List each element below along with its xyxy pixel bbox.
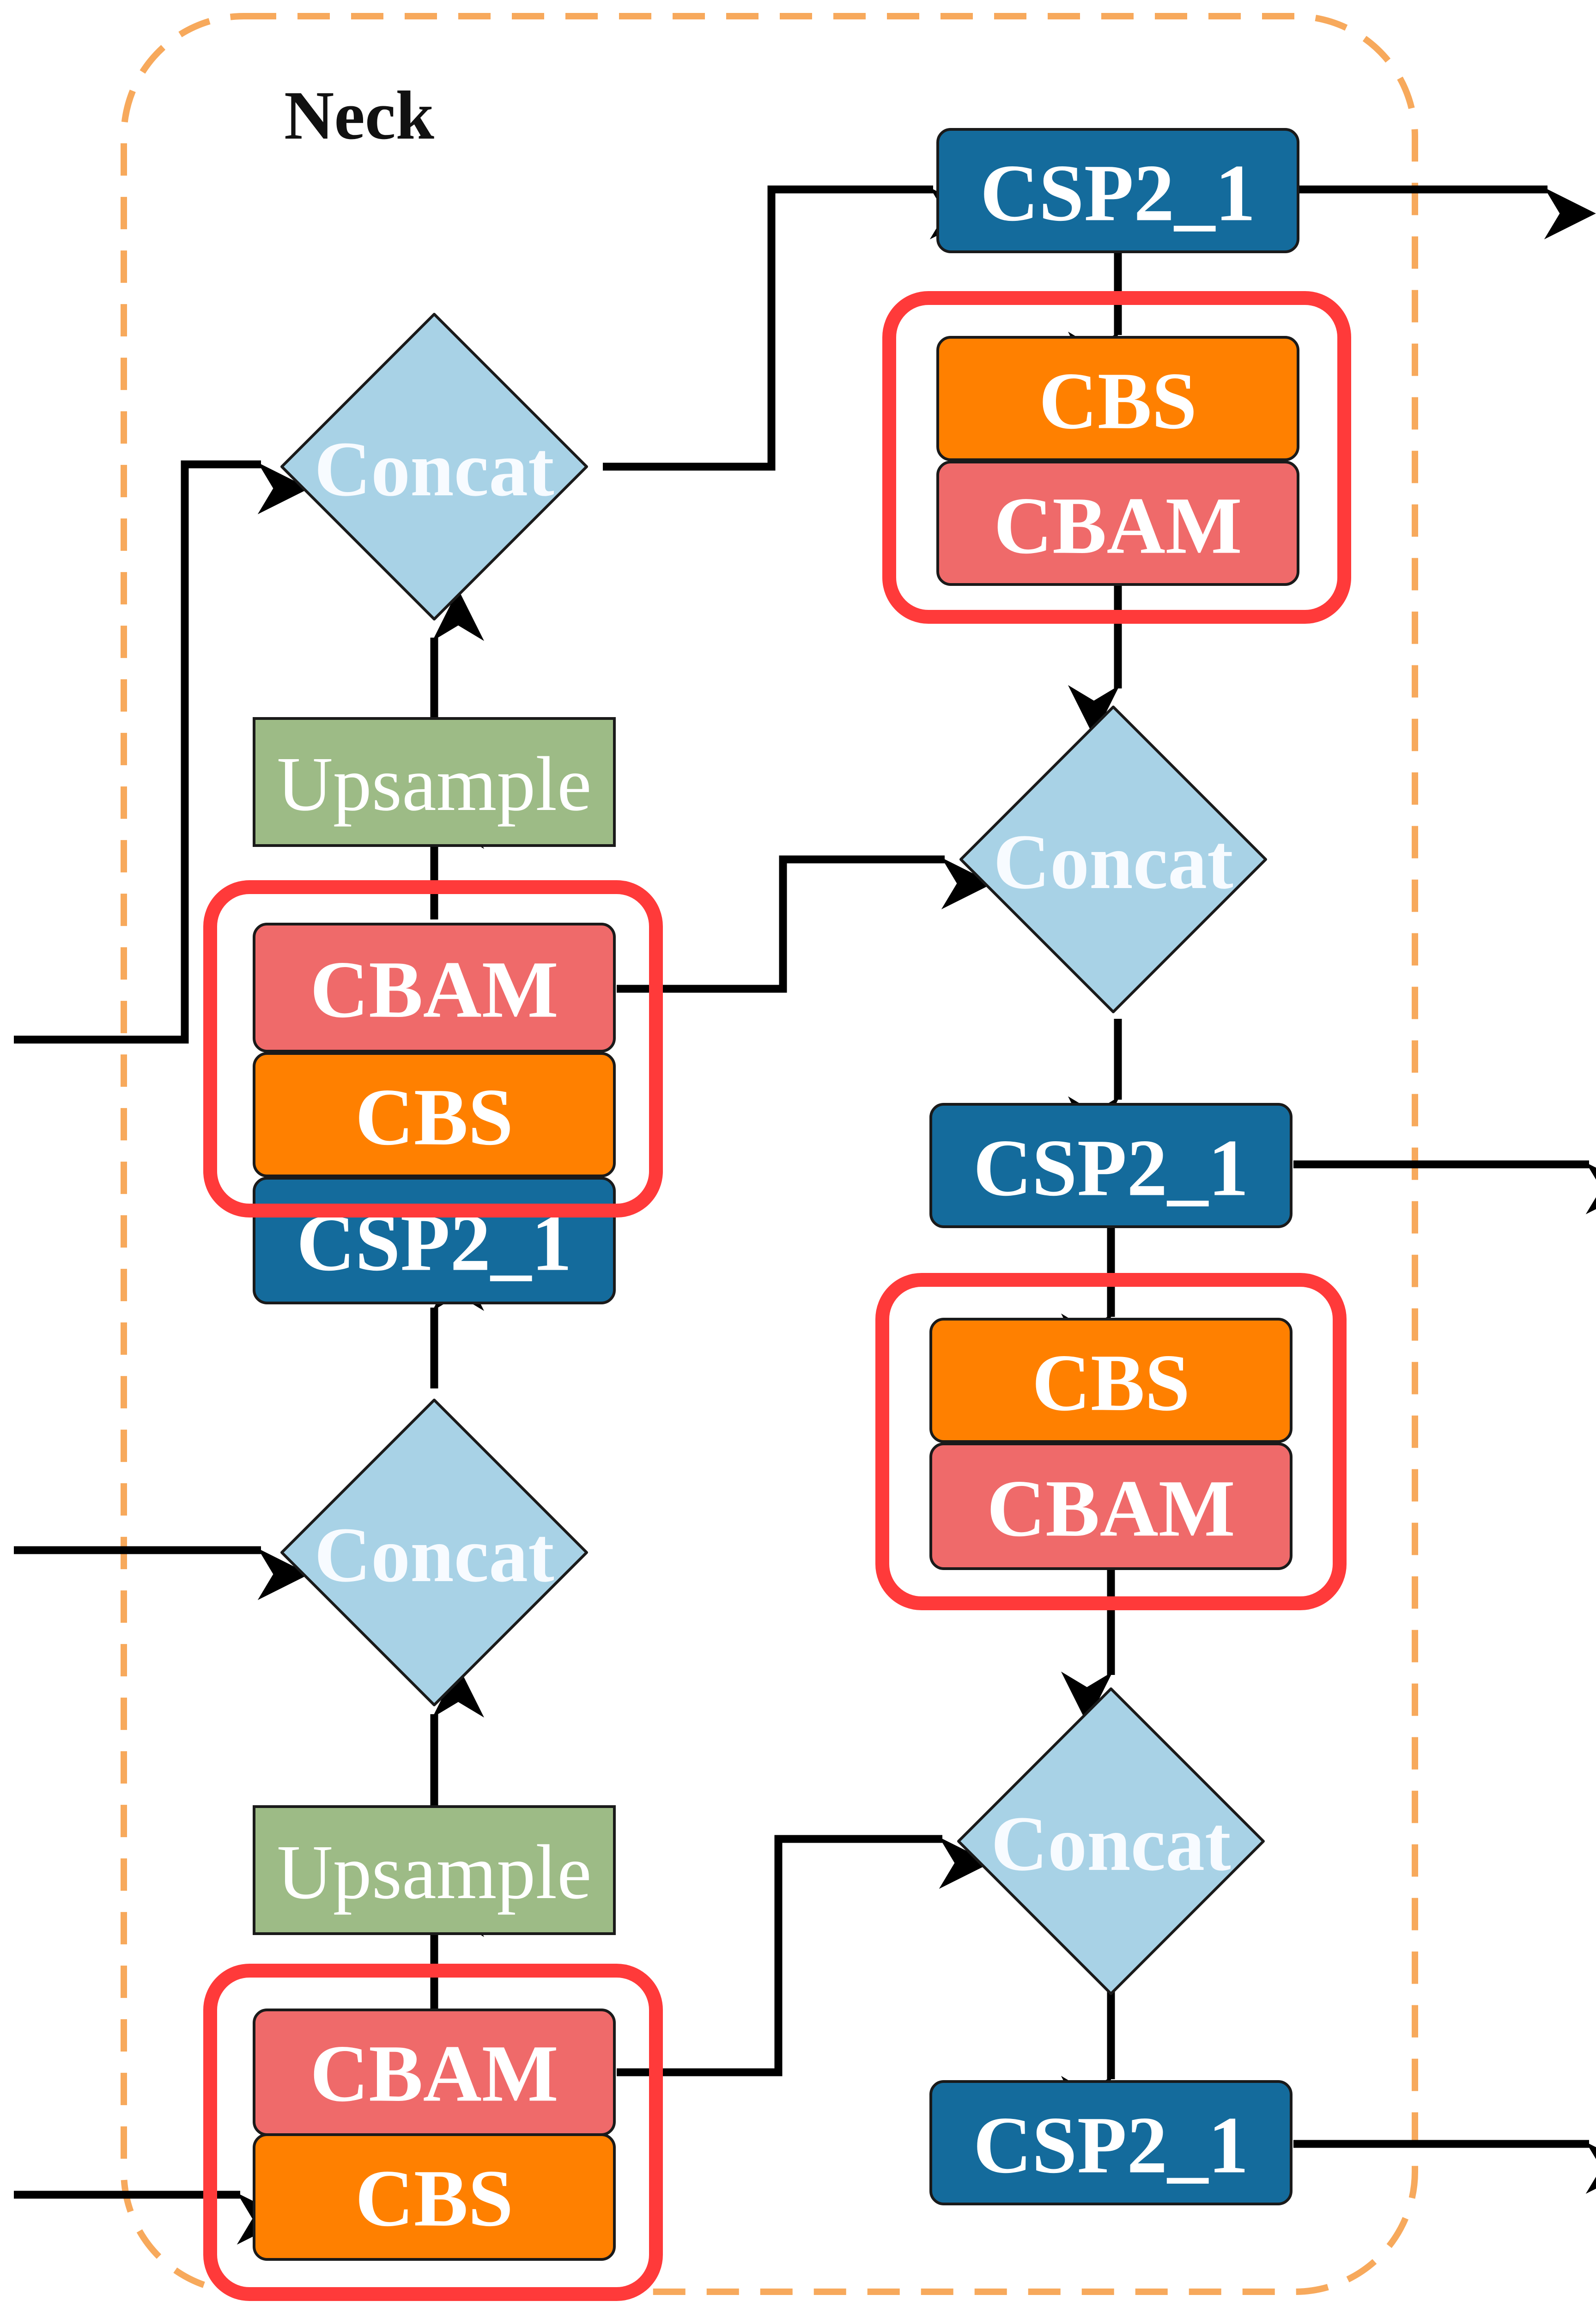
- cbam-box: [253, 923, 616, 1053]
- cbs-label: CBS: [355, 2154, 513, 2244]
- highlight-frame: [882, 291, 1351, 624]
- cbam-label: CBAM: [310, 2029, 558, 2119]
- cbam-node: CBAM: [929, 1443, 1293, 1570]
- csp-node: CSP2_1: [253, 1177, 616, 1304]
- cbam-label: CBAM: [994, 481, 1242, 571]
- concat-node: Concat: [280, 313, 588, 621]
- neck-region-border: [121, 13, 1418, 2295]
- upsample-box: [253, 1805, 616, 1935]
- csp-box: [929, 1103, 1293, 1228]
- edge-input1-concat1: [14, 460, 309, 1044]
- cbs-node: CBS: [929, 1318, 1293, 1443]
- concat-label: Concat: [991, 1800, 1231, 1887]
- concat-label: Concat: [993, 818, 1233, 905]
- csp-node: CSP2_1: [929, 1103, 1293, 1228]
- csp-node: CSP2_1: [929, 2080, 1293, 2205]
- upsample-node: Upsample: [253, 1805, 616, 1935]
- concat-label: Concat: [314, 1511, 554, 1598]
- csp-label: CSP2_1: [973, 2100, 1249, 2191]
- cbs-label: CBS: [355, 1072, 513, 1163]
- concat-label: Concat: [314, 426, 554, 512]
- concat-diamond: [280, 313, 588, 621]
- concat-diamond: [959, 706, 1267, 1013]
- csp-box: [936, 128, 1299, 253]
- edges: [14, 185, 1596, 2245]
- cbam-box: [936, 461, 1299, 586]
- edge-mcbam-concat3: [617, 855, 993, 993]
- concat-diamond: [280, 1399, 588, 1706]
- neck-title: Neck: [284, 77, 434, 154]
- cbam-label: CBAM: [987, 1464, 1235, 1554]
- concat-diamond: [957, 1687, 1265, 1995]
- cbam-node: CBAM: [253, 2009, 616, 2136]
- upsample-label: Upsample: [277, 741, 591, 827]
- csp-node: CSP2_1: [936, 128, 1299, 253]
- cbam-label: CBAM: [310, 945, 558, 1035]
- csp-label: CSP2_1: [980, 148, 1256, 238]
- cbs-box: [936, 336, 1299, 461]
- cbs-node: CBS: [253, 1052, 616, 1177]
- cbs-box: [929, 1318, 1293, 1443]
- upsample-box: [253, 717, 616, 847]
- upsample-label: Upsample: [277, 1829, 591, 1915]
- highlight-frame: [875, 1273, 1347, 1610]
- concat-node: Concat: [957, 1687, 1265, 1995]
- cbam-node: CBAM: [253, 923, 616, 1053]
- cbam-box: [929, 1443, 1293, 1570]
- csp-box: [929, 2080, 1293, 2205]
- concat-node: Concat: [959, 706, 1267, 1013]
- cbs-box: [253, 2133, 616, 2261]
- edge-concat1-csp-top: [603, 185, 982, 471]
- highlight-frame: [203, 880, 663, 1217]
- csp-label: CSP2_1: [973, 1123, 1249, 1213]
- upsample-node: Upsample: [253, 717, 616, 847]
- cbs-label: CBS: [1032, 1338, 1190, 1428]
- cbs-box: [253, 1052, 616, 1177]
- cbs-node: CBS: [936, 336, 1299, 461]
- highlight-frame: [203, 1964, 663, 2301]
- cbs-node: CBS: [253, 2133, 616, 2261]
- edge-bcbam-concat4: [617, 1835, 991, 2076]
- cbam-node: CBAM: [936, 461, 1299, 586]
- concat-node: Concat: [280, 1399, 588, 1706]
- cbs-label: CBS: [1039, 356, 1197, 446]
